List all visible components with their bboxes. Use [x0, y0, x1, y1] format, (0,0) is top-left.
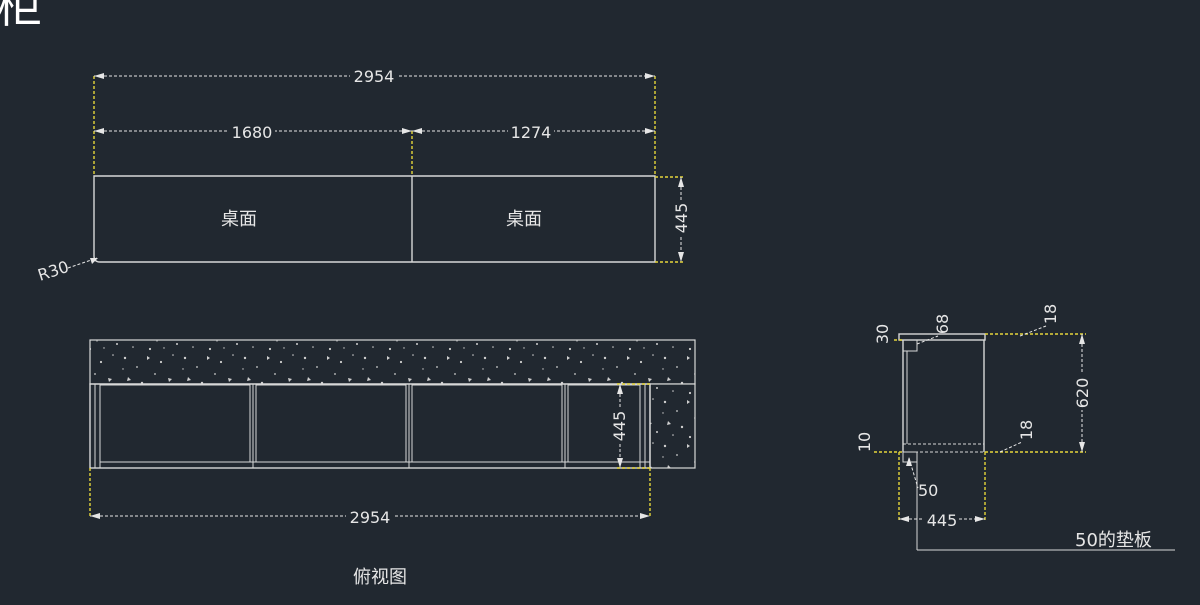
title-fragment: 柜 — [0, 0, 42, 33]
side-shelf — [902, 443, 985, 453]
terrazzo-slab — [89, 339, 696, 385]
dim-30: 30 — [873, 324, 892, 344]
dim-right-width: 1274 — [511, 123, 552, 142]
front-view: 445 2954 俯视图 — [89, 339, 696, 588]
dim-50: 50 — [918, 481, 938, 500]
side-section: 620 30 68 18 10 18 50 445 50的垫板 — [855, 304, 1175, 551]
dim-68: 68 — [933, 314, 952, 334]
dim-left-width: 1680 — [232, 123, 273, 142]
side-top-board — [898, 333, 986, 341]
dim-620: 620 — [1073, 378, 1092, 409]
dim-18-bottom: 18 — [1017, 420, 1036, 440]
cabinet-body — [89, 383, 651, 469]
dim-18-top: 18 — [1041, 304, 1060, 324]
terrazzo-column — [649, 383, 696, 469]
view-caption: 俯视图 — [353, 567, 407, 588]
radius-label: R30 — [35, 257, 71, 285]
dim-front-total-width: 2954 — [350, 508, 391, 527]
base-board-note: 50的垫板 — [1075, 530, 1152, 551]
desk-label-left: 桌面 — [221, 209, 257, 230]
desk-outline — [93, 175, 656, 263]
top-view: 2954 1680 1274 桌面 桌面 445 R30 — [35, 66, 691, 285]
dim-depth: 445 — [672, 203, 691, 234]
dim-side-445: 445 — [927, 511, 958, 530]
desk-label-right: 桌面 — [506, 209, 542, 230]
cabinet-compartment — [99, 384, 251, 463]
cabinet-compartment — [255, 384, 407, 463]
dim-front-depth: 445 — [610, 411, 629, 442]
dim-10: 10 — [855, 432, 874, 452]
cabinet-compartment — [411, 384, 563, 463]
dim-total-width: 2954 — [354, 67, 395, 86]
side-bracket — [902, 339, 918, 352]
